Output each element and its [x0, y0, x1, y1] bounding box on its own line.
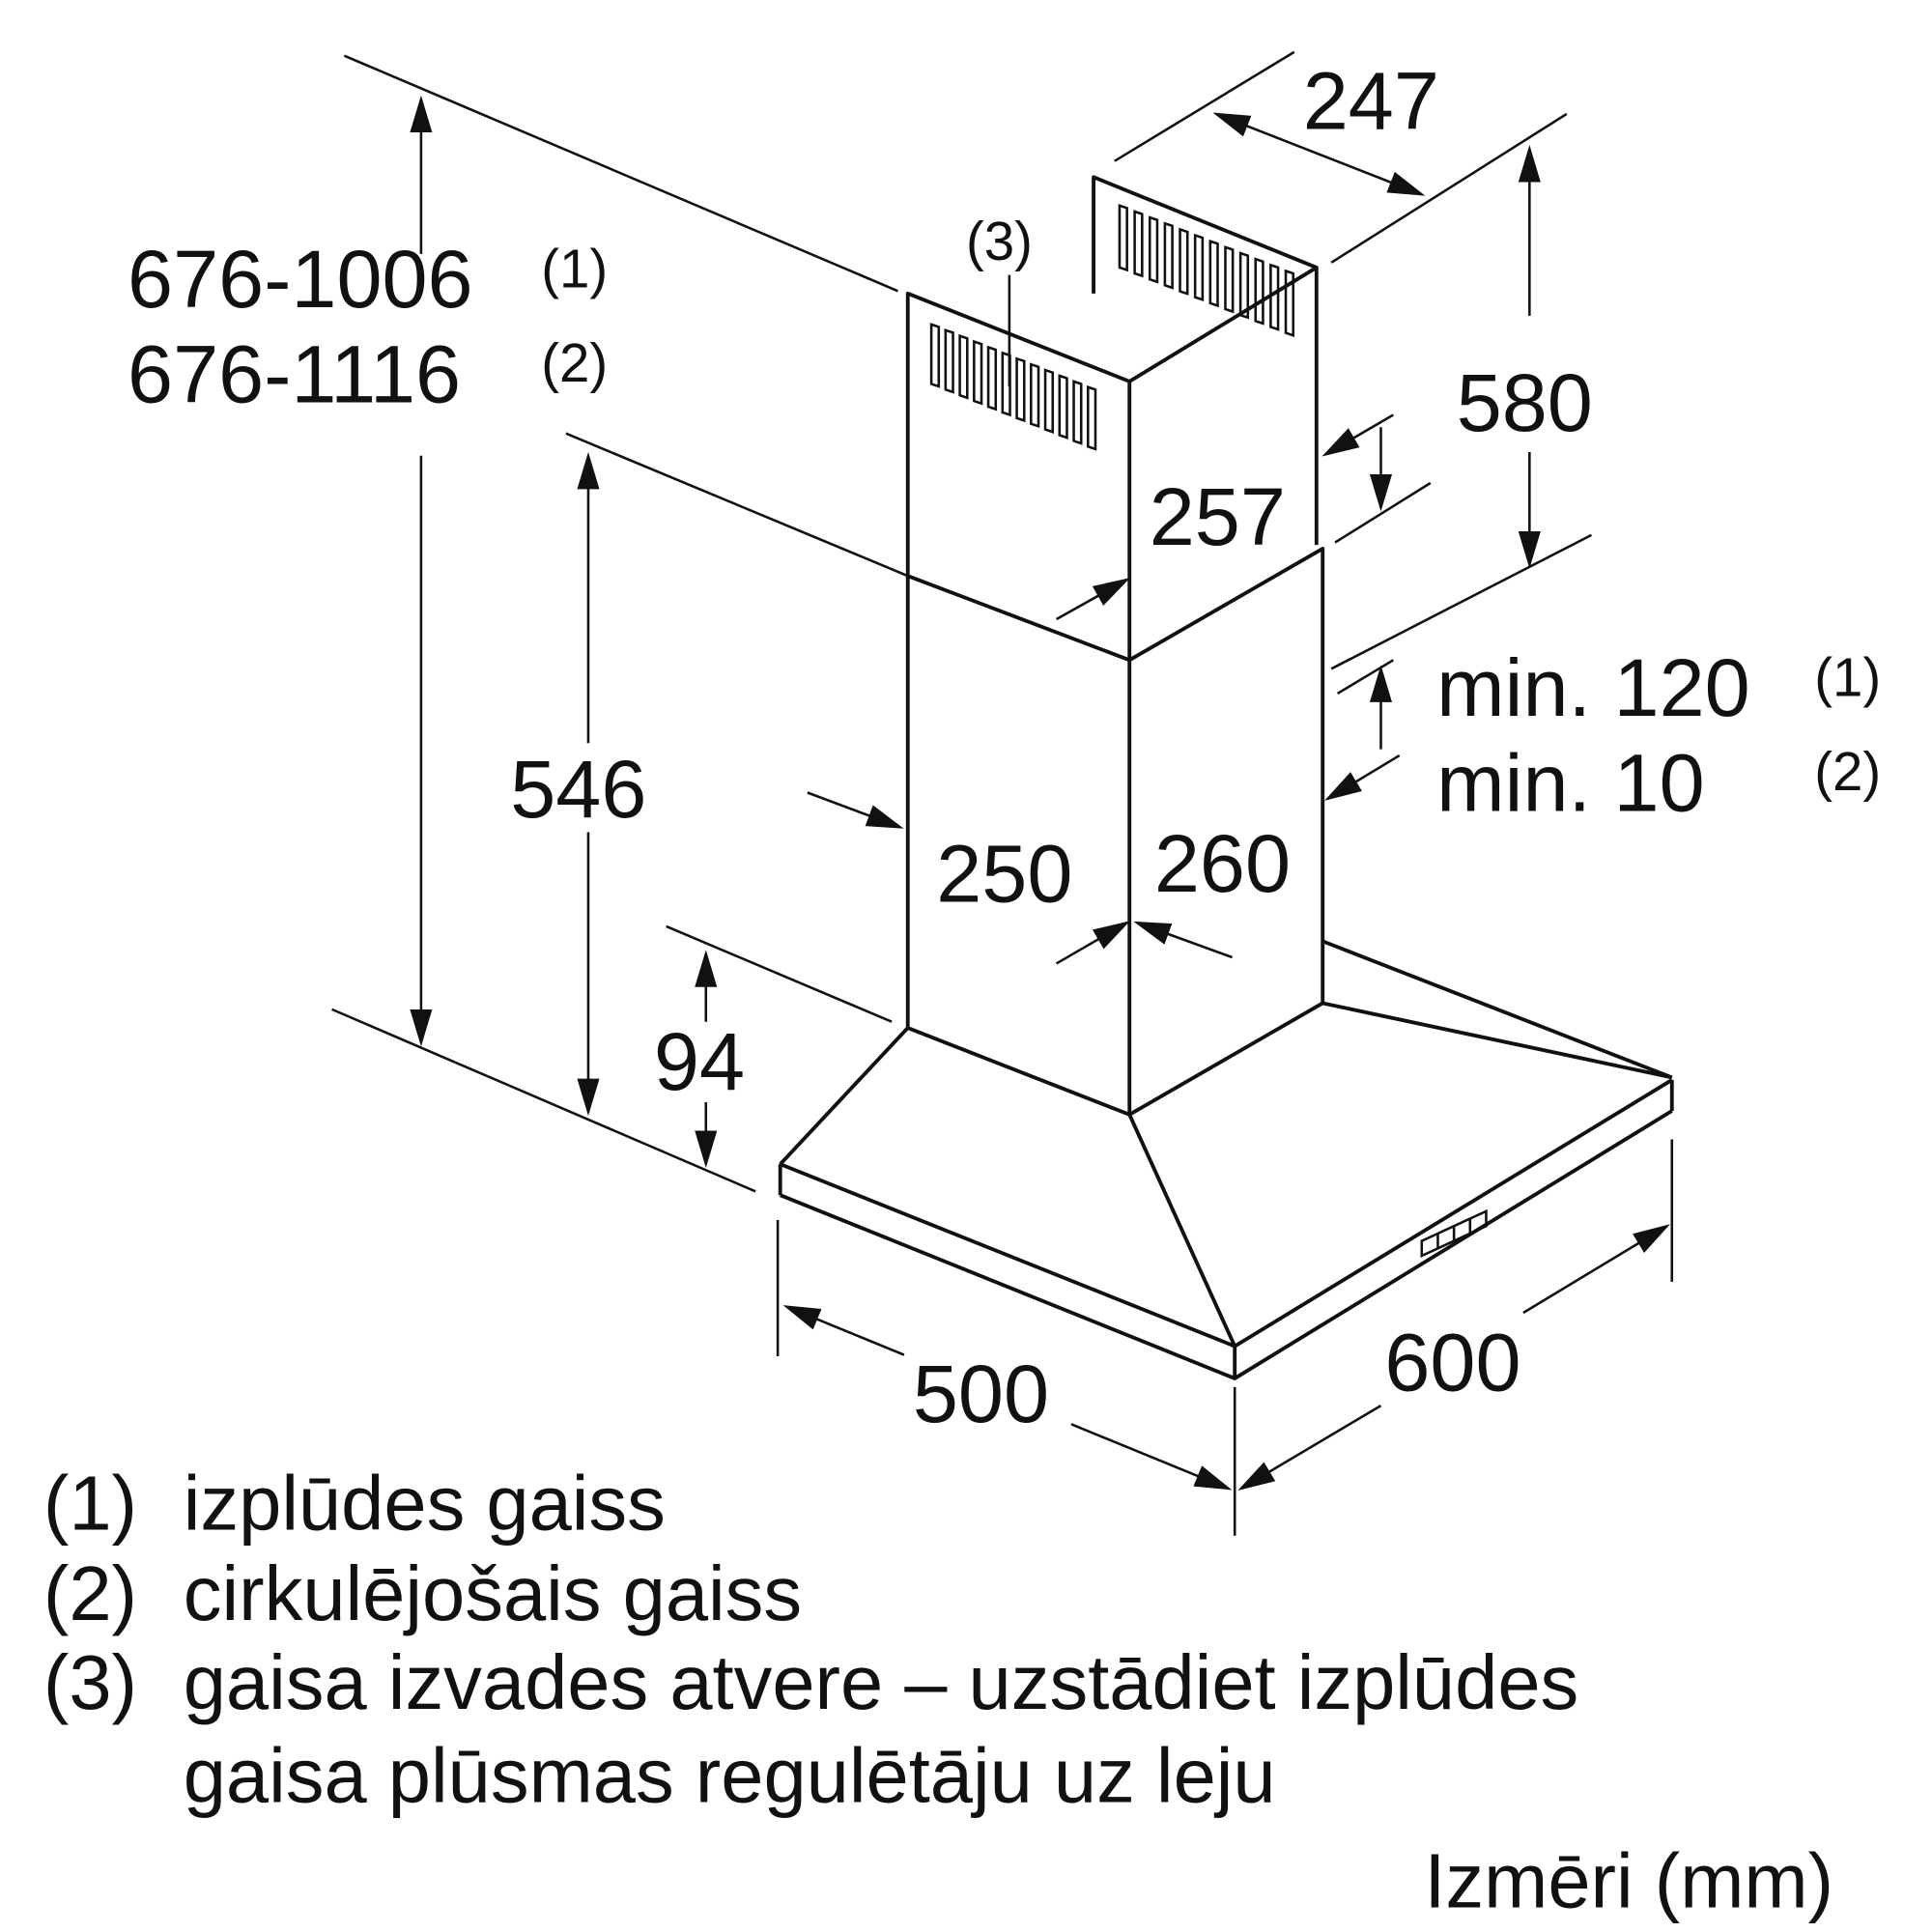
dimension-260: 260: [1154, 817, 1291, 909]
control-panel: [1420, 1208, 1488, 1259]
units-label: Izmēri (mm): [1424, 1837, 1833, 1923]
dimension-lines: [331, 50, 1674, 1536]
note-marker: (2): [541, 332, 608, 393]
legend: (1) izplūdes gaiss (2) cirkulējošais gai…: [43, 1460, 1833, 1923]
vent-slat: [1193, 233, 1205, 302]
vent-slat: [1001, 351, 1011, 417]
vent-slat: [929, 323, 941, 388]
vent-slat: [1179, 227, 1189, 296]
vent-slat: [1148, 215, 1159, 284]
dimension-247: 247: [1303, 54, 1439, 146]
dimension-600: 600: [1384, 1317, 1520, 1408]
vent-slat: [1208, 239, 1219, 308]
vent-slat: [1284, 269, 1294, 337]
dimension-546: 546: [510, 743, 646, 835]
vent-marker-label: (3): [966, 211, 1033, 271]
dimension-labels: 676-1006 (1) 676-1116 (2) (3) 247 580 25…: [128, 54, 1881, 1438]
note-marker: (1): [541, 238, 608, 298]
vent-slat: [1087, 384, 1097, 451]
vent-grille-right: [1118, 204, 1294, 337]
legend-text: izplūdes gaiss: [184, 1460, 666, 1546]
vent-slat: [1058, 374, 1068, 440]
vent-slat: [1030, 362, 1040, 429]
vent-slat: [1224, 245, 1235, 314]
vent-slat: [1043, 368, 1055, 434]
legend-marker: (1): [43, 1460, 137, 1546]
dimension-94: 94: [654, 1015, 745, 1107]
vent-slat: [1238, 251, 1250, 320]
min-gap-recirculation-label: min. 10: [1436, 737, 1704, 829]
vent-slat: [1269, 263, 1280, 331]
hood-outline: [778, 175, 1674, 1380]
total-height-exhaust-label: 676-1006: [128, 233, 473, 325]
vent-slat: [986, 345, 998, 412]
dimension-580: 580: [1457, 356, 1593, 448]
legend-text-continued: gaisa plūsmas regulētāju uz leju: [184, 1732, 1276, 1818]
vent-slat: [1133, 210, 1144, 278]
vent-slat: [1072, 380, 1083, 445]
dimension-500: 500: [913, 1348, 1049, 1439]
vent-grille-left: [929, 323, 1097, 451]
total-height-recirculation-label: 676-1116: [128, 328, 461, 420]
vent-slat: [1254, 257, 1264, 326]
dimension-250: 250: [936, 827, 1072, 919]
vent-slat: [1118, 204, 1128, 272]
vent-slat: [973, 339, 983, 406]
vent-slat: [958, 333, 969, 400]
min-gap-exhaust-label: min. 120: [1436, 641, 1750, 733]
legend-text: gaisa izvades atvere – uzstādiet izplūde…: [184, 1639, 1579, 1725]
legend-text: cirkulējošais gaiss: [184, 1550, 802, 1636]
legend-marker: (3): [43, 1639, 137, 1725]
note-marker: (1): [1814, 647, 1881, 708]
legend-marker: (2): [43, 1550, 137, 1636]
vent-slat: [1015, 356, 1026, 423]
vent-slat: [1163, 221, 1174, 290]
note-marker: (2): [1814, 741, 1881, 802]
vent-slat: [944, 328, 954, 394]
dimension-257: 257: [1150, 470, 1286, 562]
